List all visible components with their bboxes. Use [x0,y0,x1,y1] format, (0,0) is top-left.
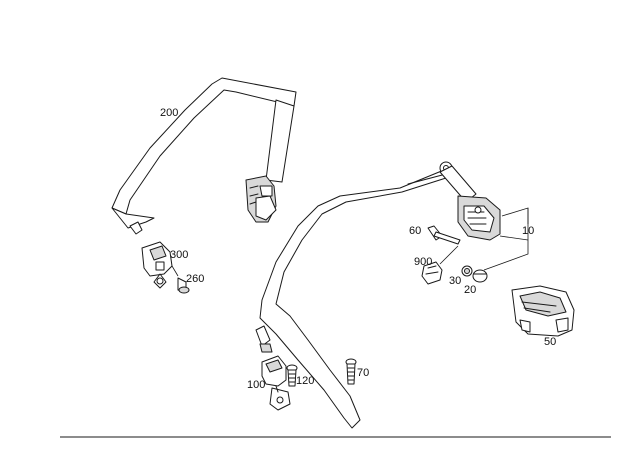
part-30-washer[interactable] [461,265,473,277]
label-300: 300 [170,249,188,261]
label-50: 50 [544,336,556,348]
part-200-seat-belt-left[interactable] [111,77,297,235]
part-20-cap[interactable] [472,269,488,283]
part-10-retractor[interactable] [439,161,501,241]
part-120-bolt[interactable] [286,364,298,387]
label-60: 60 [409,225,421,237]
part-300-buckle-left[interactable] [141,241,173,289]
label-900: 900 [414,256,432,268]
part-60-bolt[interactable] [427,225,461,245]
label-200: 200 [160,107,178,119]
part-10-leader-bracket [483,207,529,271]
label-100: 100 [247,379,265,391]
part-100-buckle-right[interactable] [261,355,291,411]
label-20: 20 [464,284,476,296]
label-30: 30 [449,275,461,287]
part-belt-webbing-right[interactable] [255,169,447,429]
label-70: 70 [357,367,369,379]
part-260-bolt[interactable] [171,265,190,294]
part-900-clip[interactable] [421,245,459,285]
part-70-bolt[interactable] [345,358,357,385]
label-10: 10 [522,225,534,237]
part-50-trim-cover[interactable] [511,285,575,337]
label-260: 260 [186,273,204,285]
label-120: 120 [296,375,314,387]
